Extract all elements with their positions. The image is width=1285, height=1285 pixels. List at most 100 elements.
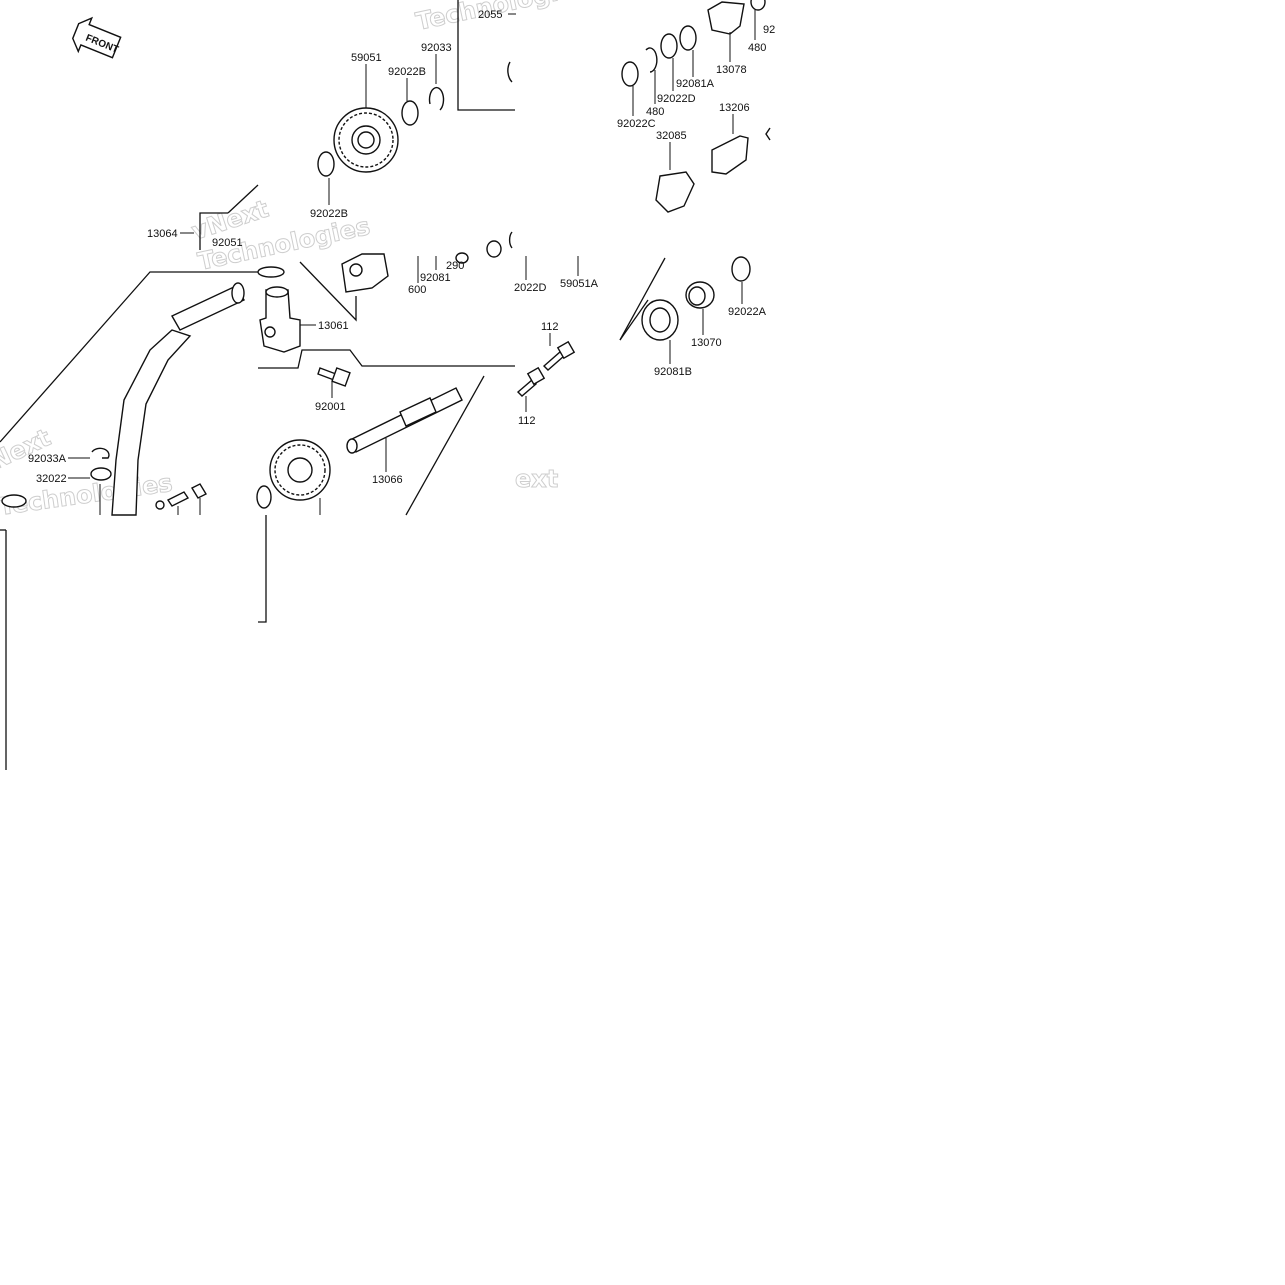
plate-32085 [655,171,695,213]
label-13064: 13064 [147,228,178,240]
frame-line-left-box [199,212,228,250]
leader-lines [68,10,756,515]
guide-13206 [711,135,749,175]
label-92081A: 92081A [676,78,715,90]
label-92001: 92001 [315,401,346,413]
assembly-frame-lines [0,0,666,770]
kick-pedal-grip [171,285,245,331]
shaft-13066-collar [399,397,437,427]
label-480-mid: 480 [646,106,664,118]
bolt-92001 [317,367,351,387]
front-arrow-badge: FRONT [71,16,122,59]
screw-detent [191,483,207,499]
label-92022A: 92022A [728,306,767,318]
partial-part-upper [508,231,513,249]
gear-lower-hub [287,457,313,483]
bolt-112-top [542,340,576,371]
kick-shaft-13061 [259,286,301,353]
label-92081: 92081 [420,272,451,284]
label-112-bottom: 112 [518,415,536,427]
bolt-112-bottom [516,366,546,397]
lever-arm [341,253,389,293]
label-13206: 13206 [719,102,750,114]
label-480-top: 480 [748,42,766,54]
label-13070: 13070 [691,337,722,349]
label-92022D: 92022D [657,93,696,105]
spring-92081B [641,299,679,341]
collar-13070 [685,281,715,309]
label-112-top: 112 [541,321,559,333]
frame-line-top-middle [457,0,515,111]
washer-2022D [486,240,502,258]
watermark-text: ext [515,465,558,493]
spring-92081A [679,25,697,51]
label-2022D: 2022D [514,282,546,294]
label-32022: 32022 [36,473,67,485]
washer-lower-gear [256,485,272,509]
washer-32022 [90,467,112,481]
label-92081B: 92081B [654,366,692,378]
washer-92022D [660,33,678,59]
pedal-small-parts [91,447,207,510]
frame-line-kick-pedal [0,271,258,443]
bolt-112-top-head [556,340,576,360]
oring-left [1,494,27,508]
label-59051A: 59051A [560,278,599,290]
kick-shaft-13061-top [265,286,289,298]
bolt-92001-head [331,367,351,387]
washer-92022B-top [401,100,419,126]
label-92033: 92033 [421,42,452,54]
frame-line-bottom-middle [258,515,267,623]
kick-shaft-13061-body [259,289,301,353]
partial-washer-290 [455,252,469,264]
spring-92081B-core [649,307,671,333]
gear-59051-bore [357,131,375,149]
watermark-text: Technologies [0,469,174,521]
partial-part-top [507,61,513,83]
label-92-top: 92 [763,24,775,36]
label-2055: 2055 [478,9,502,21]
label-13061: 13061 [318,320,349,332]
circlip-480-mid [645,47,658,73]
watermark-group: Technologies vNext Technologies Next ext… [0,0,591,521]
label-290: 290 [446,260,464,272]
label-92022B-top: 92022B [388,66,426,78]
kick-pedal-grip-end [231,282,245,304]
gear-59051 [333,107,399,173]
label-32085: 32085 [656,130,687,142]
gear-lower [269,439,331,501]
watermark-text: Next [0,423,55,475]
circlip-480-top [750,0,766,11]
frame-line-spring-diagonal-a [619,257,666,341]
label-13066: 13066 [372,474,403,486]
bolt-112-bottom-shank [516,379,538,397]
front-arrow-icon [71,16,122,59]
washer-92022B-left [317,151,335,177]
circlip-92033 [428,86,445,111]
washers-group [1,25,751,509]
label-92022C: 92022C [617,118,656,130]
kick-shaft-13061-hole [264,326,276,338]
shaft-13066-end [346,438,358,454]
label-600: 600 [408,284,426,296]
shaft-13066 [346,387,463,454]
ratchet-13078-body [707,1,745,35]
frame-line-diagonal-upper [227,184,259,214]
bolt-112-bottom-head [526,366,546,386]
lever-arm-hole [349,263,363,277]
oring-kick-shaft [257,266,285,278]
kick-pedal-arm [111,329,192,516]
label-92051: 92051 [212,237,243,249]
label-92033A: 92033A [28,453,67,465]
part-number-labels: 59051 92022B 92033 92022B 2055 13064 920… [28,9,775,486]
frame-line-arm [299,261,357,322]
kick-pedal-13064 [111,282,245,516]
frame-line-shaft-diagonal [405,375,485,516]
washer-92022A [731,256,751,282]
collar-13070-bore [688,286,706,306]
spring-detent [166,491,190,507]
label-13078: 13078 [716,64,747,76]
circlip-92033A [91,447,110,459]
